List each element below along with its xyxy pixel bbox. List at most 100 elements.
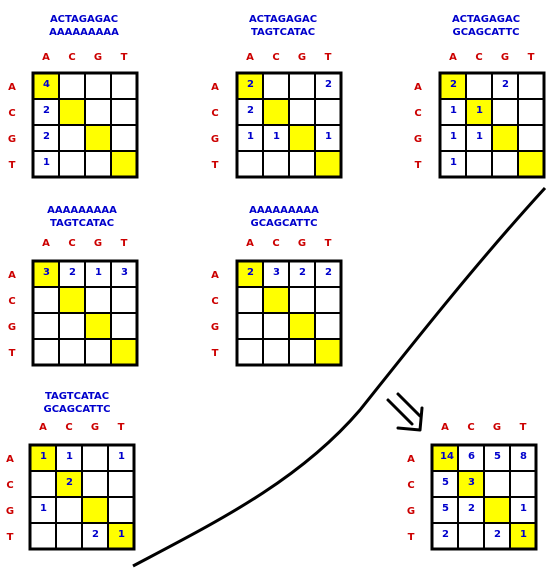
- row-header: G: [8, 322, 16, 333]
- matrix-cell: [84, 72, 112, 100]
- row-header: A: [6, 454, 14, 465]
- column-header: T: [121, 52, 128, 63]
- row-header: T: [212, 348, 219, 359]
- matrix-cell: [110, 312, 138, 340]
- row-header: C: [8, 108, 15, 119]
- matrix-cell: [110, 98, 138, 126]
- row-header: G: [8, 134, 16, 145]
- column-header: G: [493, 422, 501, 433]
- matrix-border: [28, 443, 136, 551]
- diagonal-cell: [110, 338, 138, 366]
- cell-value: 2: [325, 79, 332, 90]
- diagonal-cell: [58, 286, 86, 314]
- matrix-cell: [58, 72, 86, 100]
- matrix-cell: [288, 72, 316, 100]
- cell-value: 3: [273, 267, 280, 278]
- matrix-cell: [81, 522, 109, 550]
- row-header: G: [211, 134, 219, 145]
- matrix-cell: [491, 150, 519, 178]
- column-header: A: [441, 422, 449, 433]
- row-header: C: [211, 108, 218, 119]
- matrix-cell: [58, 150, 86, 178]
- diagonal-cell: [110, 150, 138, 178]
- sequence-label: GCAGCATTC: [250, 218, 317, 229]
- column-header: T: [118, 422, 125, 433]
- matrix-cell: [84, 98, 112, 126]
- cell-value: 3: [43, 267, 50, 278]
- diagonal-cell: [288, 312, 316, 340]
- matrix-cell: [110, 72, 138, 100]
- cell-value: 2: [494, 529, 501, 540]
- column-header: A: [42, 238, 50, 249]
- row-header: A: [407, 454, 415, 465]
- cell-value: 2: [442, 529, 449, 540]
- matrix-cell: [517, 98, 545, 126]
- matrix-border: [31, 259, 139, 367]
- cell-value: 14: [440, 451, 454, 462]
- sequence-label: GCAGCATTC: [452, 27, 519, 38]
- column-header: G: [501, 52, 509, 63]
- cell-value: 4: [43, 79, 50, 90]
- sequence-label: ACTAGAGAC: [452, 14, 520, 25]
- connecting-curve: [132, 186, 547, 568]
- column-header: C: [475, 52, 482, 63]
- column-header: C: [272, 238, 279, 249]
- matrix-cell: [58, 124, 86, 152]
- cell-value: 1: [95, 267, 102, 278]
- matrix-cell: [110, 286, 138, 314]
- matrix-cell: [314, 312, 342, 340]
- matrix-cell: [29, 522, 57, 550]
- matrix-cell: [58, 312, 86, 340]
- row-header: A: [8, 82, 16, 93]
- matrix-cell: [465, 124, 493, 152]
- cell-value: 1: [118, 529, 125, 540]
- matrix-cell: [84, 150, 112, 178]
- column-header: A: [246, 238, 254, 249]
- matrix-cell: [509, 470, 537, 498]
- matrix-cell: [32, 286, 60, 314]
- matrix-cell: [483, 470, 511, 498]
- cell-value: 2: [468, 503, 475, 514]
- row-header: T: [212, 160, 219, 171]
- diagonal-cell: [483, 496, 511, 524]
- diagonal-cell: [288, 124, 316, 152]
- matrix-cell: [262, 338, 290, 366]
- cell-value: 2: [69, 267, 76, 278]
- column-header: T: [121, 238, 128, 249]
- cell-value: 2: [247, 79, 254, 90]
- row-header: C: [414, 108, 421, 119]
- column-header: G: [94, 52, 102, 63]
- matrix-cell: [236, 312, 264, 340]
- matrix-cell: [84, 260, 112, 288]
- matrix-cell: [288, 286, 316, 314]
- matrix-cell: [314, 72, 342, 100]
- column-header: C: [272, 52, 279, 63]
- matrix-cell: [262, 72, 290, 100]
- matrix-border: [235, 259, 343, 367]
- sequence-label: AAAAAAAAA: [249, 205, 319, 216]
- matrix-cell: [236, 286, 264, 314]
- cell-value: 1: [450, 105, 457, 116]
- cell-value: 1: [520, 503, 527, 514]
- sequence-label: ACTAGAGAC: [50, 14, 118, 25]
- column-header: A: [246, 52, 254, 63]
- row-header: T: [9, 160, 16, 171]
- cell-value: 2: [43, 105, 50, 116]
- cell-value: 2: [502, 79, 509, 90]
- cell-value: 1: [450, 131, 457, 142]
- column-header: G: [298, 52, 306, 63]
- sequence-label: AAAAAAAAA: [49, 27, 119, 38]
- diagonal-cell: [314, 150, 342, 178]
- column-header: T: [325, 238, 332, 249]
- cell-value: 5: [442, 503, 449, 514]
- matrix-cell: [107, 496, 135, 524]
- column-header: A: [39, 422, 47, 433]
- cell-value: 5: [442, 477, 449, 488]
- matrix-cell: [107, 470, 135, 498]
- matrix-cell: [491, 98, 519, 126]
- diagonal-cell: [55, 470, 83, 498]
